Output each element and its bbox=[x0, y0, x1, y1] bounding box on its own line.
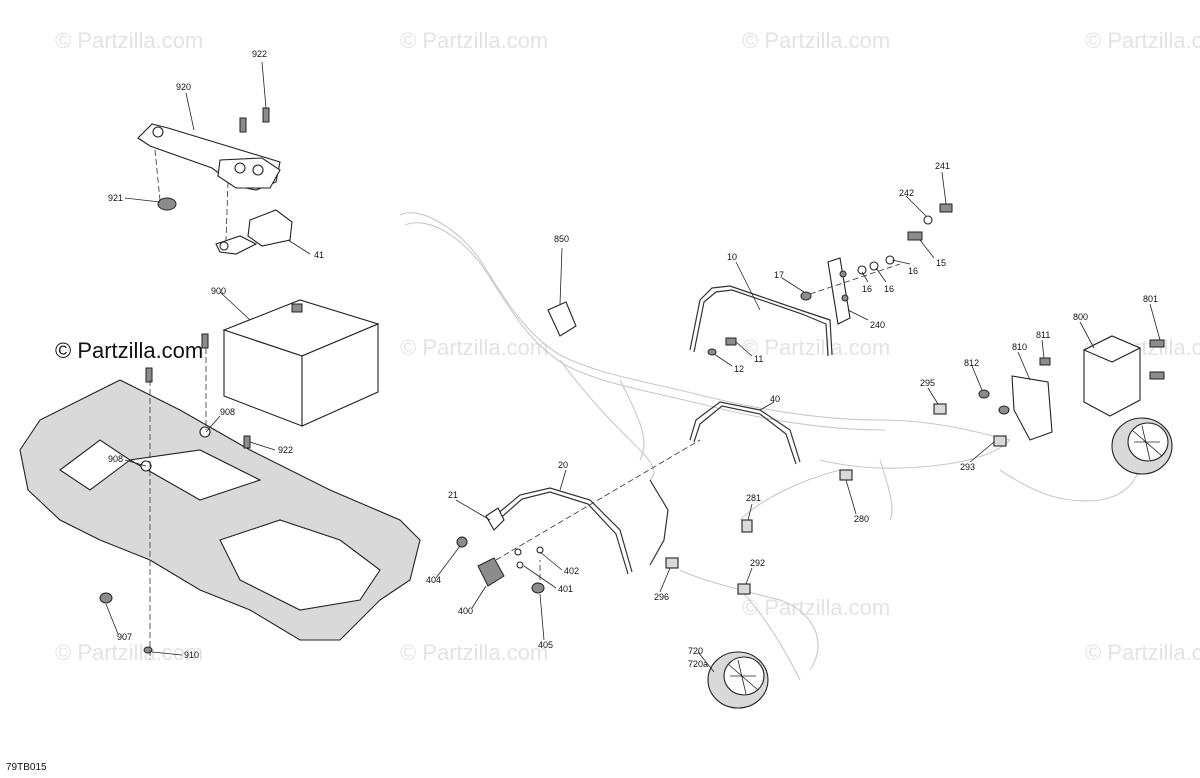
callout-15: 15 bbox=[936, 258, 946, 268]
callout-811: 811 bbox=[1036, 330, 1050, 340]
cable-10 bbox=[689, 285, 833, 357]
part-41-clamp bbox=[215, 209, 293, 255]
callout-907: 907 bbox=[117, 632, 132, 642]
headlight-720-right bbox=[1111, 417, 1173, 475]
diagram-reference-code: 79TB015 bbox=[6, 762, 47, 773]
watermark: © Partzilla.com bbox=[55, 640, 203, 665]
callout-20: 20 bbox=[558, 460, 568, 470]
callout-910: 910 bbox=[184, 650, 199, 660]
callout-404: 404 bbox=[426, 575, 441, 585]
watermark: © Partzilla.com bbox=[742, 335, 890, 360]
bracket-240 bbox=[707, 203, 953, 356]
callout-800: 800 bbox=[1073, 312, 1088, 322]
callout-920: 920 bbox=[176, 82, 191, 92]
watermark: © Partzilla.com bbox=[742, 28, 890, 53]
watermark: © Partzilla.com bbox=[400, 335, 548, 360]
callout-922b: 922 bbox=[278, 445, 293, 455]
part-920-bracket bbox=[137, 107, 281, 211]
watermark: © Partzilla.com bbox=[1085, 28, 1200, 53]
callout-16a: 16 bbox=[862, 284, 872, 294]
callout-292: 292 bbox=[750, 558, 765, 568]
battery-tray bbox=[19, 333, 421, 654]
callout-293: 293 bbox=[960, 462, 975, 472]
callout-21: 21 bbox=[448, 490, 458, 500]
callout-240: 240 bbox=[870, 320, 885, 330]
callout-16b: 16 bbox=[884, 284, 894, 294]
callout-812: 812 bbox=[964, 358, 979, 368]
watermark: © Partzilla.com bbox=[400, 640, 548, 665]
callout-401: 401 bbox=[558, 584, 573, 594]
bracket-810 bbox=[978, 357, 1053, 441]
headlight-720-left bbox=[707, 651, 769, 709]
callout-241: 241 bbox=[935, 161, 950, 171]
callout-850: 850 bbox=[554, 234, 569, 244]
callout-12: 12 bbox=[734, 364, 744, 374]
callout-41: 41 bbox=[314, 250, 324, 260]
callout-10: 10 bbox=[727, 252, 737, 262]
callout-405: 405 bbox=[538, 640, 553, 650]
callout-40: 40 bbox=[770, 394, 780, 404]
callout-280: 280 bbox=[854, 514, 869, 524]
callout-labels: 922 920 921 41 900 908 922 908 907 910 8… bbox=[108, 49, 1158, 669]
callout-801: 801 bbox=[1143, 294, 1158, 304]
callout-16c: 16 bbox=[908, 266, 918, 276]
callout-922: 922 bbox=[252, 49, 267, 59]
callout-908b: 908 bbox=[108, 454, 123, 464]
callout-720a: 720a bbox=[688, 659, 708, 669]
callout-402: 402 bbox=[564, 566, 579, 576]
relay-400 bbox=[456, 507, 545, 594]
connector-850 bbox=[547, 301, 577, 337]
watermark: © Partzilla.com bbox=[55, 28, 203, 53]
harness-clips bbox=[665, 403, 1007, 595]
callout-242: 242 bbox=[899, 188, 914, 198]
watermark: © Partzilla.com bbox=[742, 595, 890, 620]
callout-921: 921 bbox=[108, 193, 123, 203]
callout-720: 720 bbox=[688, 646, 703, 656]
cable-40 bbox=[689, 401, 801, 465]
battery-900 bbox=[222, 299, 380, 427]
callout-295: 295 bbox=[920, 378, 935, 388]
leader-lines bbox=[105, 61, 1161, 673]
callout-400: 400 bbox=[458, 606, 473, 616]
assembly-lines bbox=[149, 149, 901, 660]
callout-900: 900 bbox=[211, 286, 226, 296]
callout-11: 11 bbox=[754, 354, 763, 364]
callout-17: 17 bbox=[774, 270, 784, 280]
callout-296: 296 bbox=[654, 592, 669, 602]
callout-810: 810 bbox=[1012, 342, 1027, 352]
watermark: © Partzilla.com bbox=[1085, 640, 1200, 665]
watermark-emphasized: © Partzilla.com bbox=[55, 338, 203, 363]
watermark-layer: © Partzilla.com © Partzilla.com © Partzi… bbox=[55, 28, 1200, 665]
cable-20 bbox=[489, 479, 669, 575]
callout-281: 281 bbox=[746, 493, 761, 503]
watermark: © Partzilla.com bbox=[400, 28, 548, 53]
module-800 bbox=[1082, 335, 1165, 417]
callout-908a: 908 bbox=[220, 407, 235, 417]
